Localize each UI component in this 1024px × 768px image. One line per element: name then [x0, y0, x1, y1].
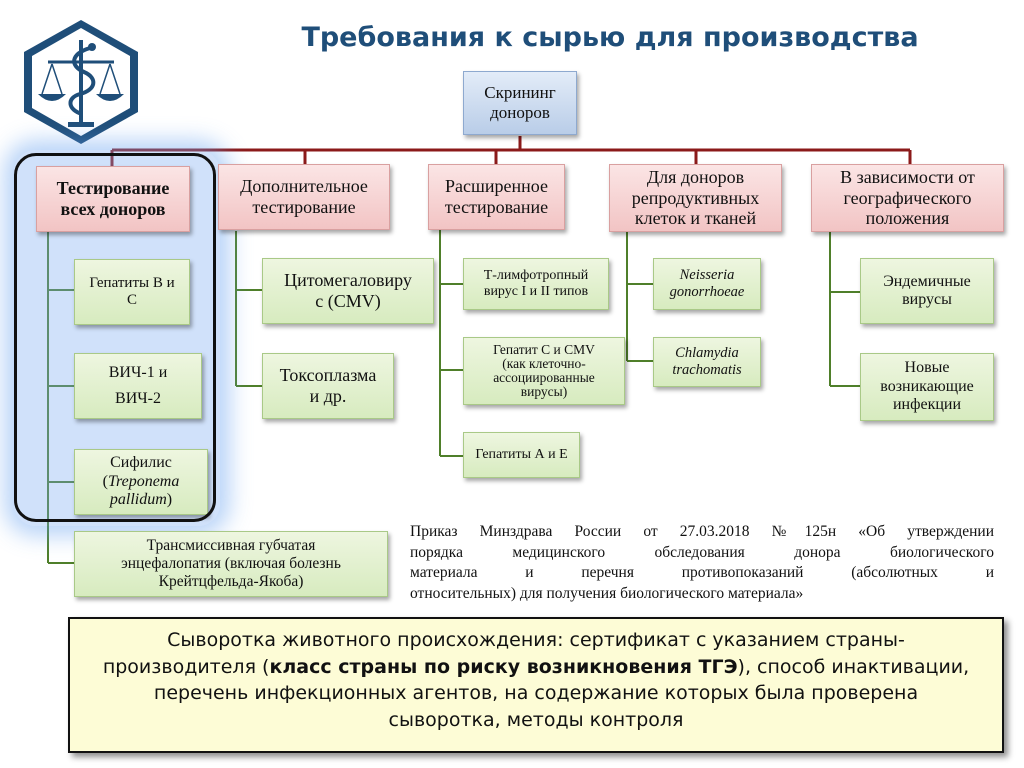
category-label: всех доноров [60, 199, 166, 219]
leaf-label: Chlamydia [675, 345, 739, 362]
leaf-label: Т-лимфотропный [483, 267, 589, 283]
leaf-label: Токсоплазма [279, 365, 377, 386]
highlight-frame [14, 153, 216, 522]
leaf-label-paren: ( [102, 472, 108, 490]
leaf-label: Сифилис [110, 454, 172, 472]
leaf-hepatitis-a-e: Гепатиты А и Е [463, 432, 580, 478]
leaf-label: gonorrhoeae [669, 284, 745, 300]
leaf-label: инфекции [892, 396, 962, 414]
serum-requirements-note: Сыворотка животного происхождения: серти… [68, 617, 1004, 753]
order-reference-text: Приказ Минздрава России от 27.03.2018 №1… [410, 522, 994, 604]
leaf-label: энцефалопатия (включая болезнь [121, 555, 341, 573]
caduceus-scales-logo [20, 18, 142, 146]
category-label: географического [843, 187, 972, 208]
leaf-hepatitis-c-cmv: Гепатит С и CMV(как клеточно-ассоциирова… [463, 337, 625, 405]
note-line: перечень инфекционных агентов, на содерж… [153, 682, 919, 705]
category-label: тестирование [252, 197, 356, 217]
leaf-label: Гепатит С и CMV [493, 341, 595, 357]
leaf-label-italic: pallidum [109, 491, 167, 509]
category-label: В зависимости от [840, 166, 975, 187]
leaf-label-paren: ) [166, 491, 173, 509]
page-title: Требования к сырью для производства [301, 22, 919, 53]
leaf-label: С [126, 292, 137, 308]
category-label: Дополнительное [240, 176, 368, 197]
leaf-label: Neisseria [679, 267, 735, 284]
note-line: сыворотка, методы контроля [388, 708, 684, 731]
category-label: репродуктивных [631, 187, 760, 208]
order-line: материала и перечня противопоказаний (аб… [410, 564, 994, 582]
leaf-label: ВИЧ-1 и [108, 364, 168, 382]
leaf-label: Эндемичные [883, 272, 971, 290]
root-label-line2: доноров [490, 103, 550, 122]
leaf-label: ВИЧ-2 [115, 390, 161, 407]
category-label: клеток и тканей [634, 208, 757, 229]
note-line: Сыворотка животного происхождения: серти… [167, 629, 905, 651]
leaf-label: вирусы [902, 291, 952, 308]
category-label: Расширенное [445, 176, 548, 197]
category-label: Тестирование [56, 178, 170, 199]
leaf-hiv: ВИЧ-1 и ВИЧ-2 [74, 353, 202, 419]
leaf-label: Гепатиты А и Е [475, 446, 568, 462]
leaf-label: возникающие [880, 377, 974, 395]
leaf-label: trachomatis [672, 362, 742, 378]
note-bold-text: класс страны по риску возникновения ТГЭ [269, 655, 738, 678]
category-label: Для доноров [646, 166, 745, 187]
leaf-label: (как клеточно- [502, 355, 586, 371]
category-label: положения [865, 208, 950, 229]
leaf-label: Цитомегаловиру [284, 270, 412, 291]
category-label: тестирование [444, 197, 549, 217]
order-line: Приказ Минздрава России от 27.03.2018 №1… [410, 523, 994, 540]
leaf-label: ассоциированные [493, 370, 595, 385]
note-text: производителя ( [102, 655, 270, 678]
root-label-line1: Скрининг [484, 83, 556, 103]
leaf-label: Трансмиссивная губчатая [146, 537, 316, 555]
leaf-syphilis: Сифилис (Treponema pallidum) [74, 449, 208, 515]
order-line: относительных) для получения биологическ… [410, 584, 804, 602]
leaf-label: и др. [309, 386, 347, 406]
leaf-label: Крейтцфельда-Якоба) [158, 572, 304, 590]
leaf-label: вирусы) [520, 384, 568, 400]
leaf-label: с (CMV) [315, 291, 381, 311]
leaf-label: Гепатиты В и [89, 274, 175, 291]
leaf-label: Новые [904, 359, 950, 377]
leaf-label-italic: Treponema [107, 472, 180, 490]
order-line: порядка медицинского обследования донора… [410, 543, 994, 561]
leaf-label: вирус I и II типов [483, 284, 589, 299]
note-text: ), способ инактивации, [737, 655, 970, 678]
